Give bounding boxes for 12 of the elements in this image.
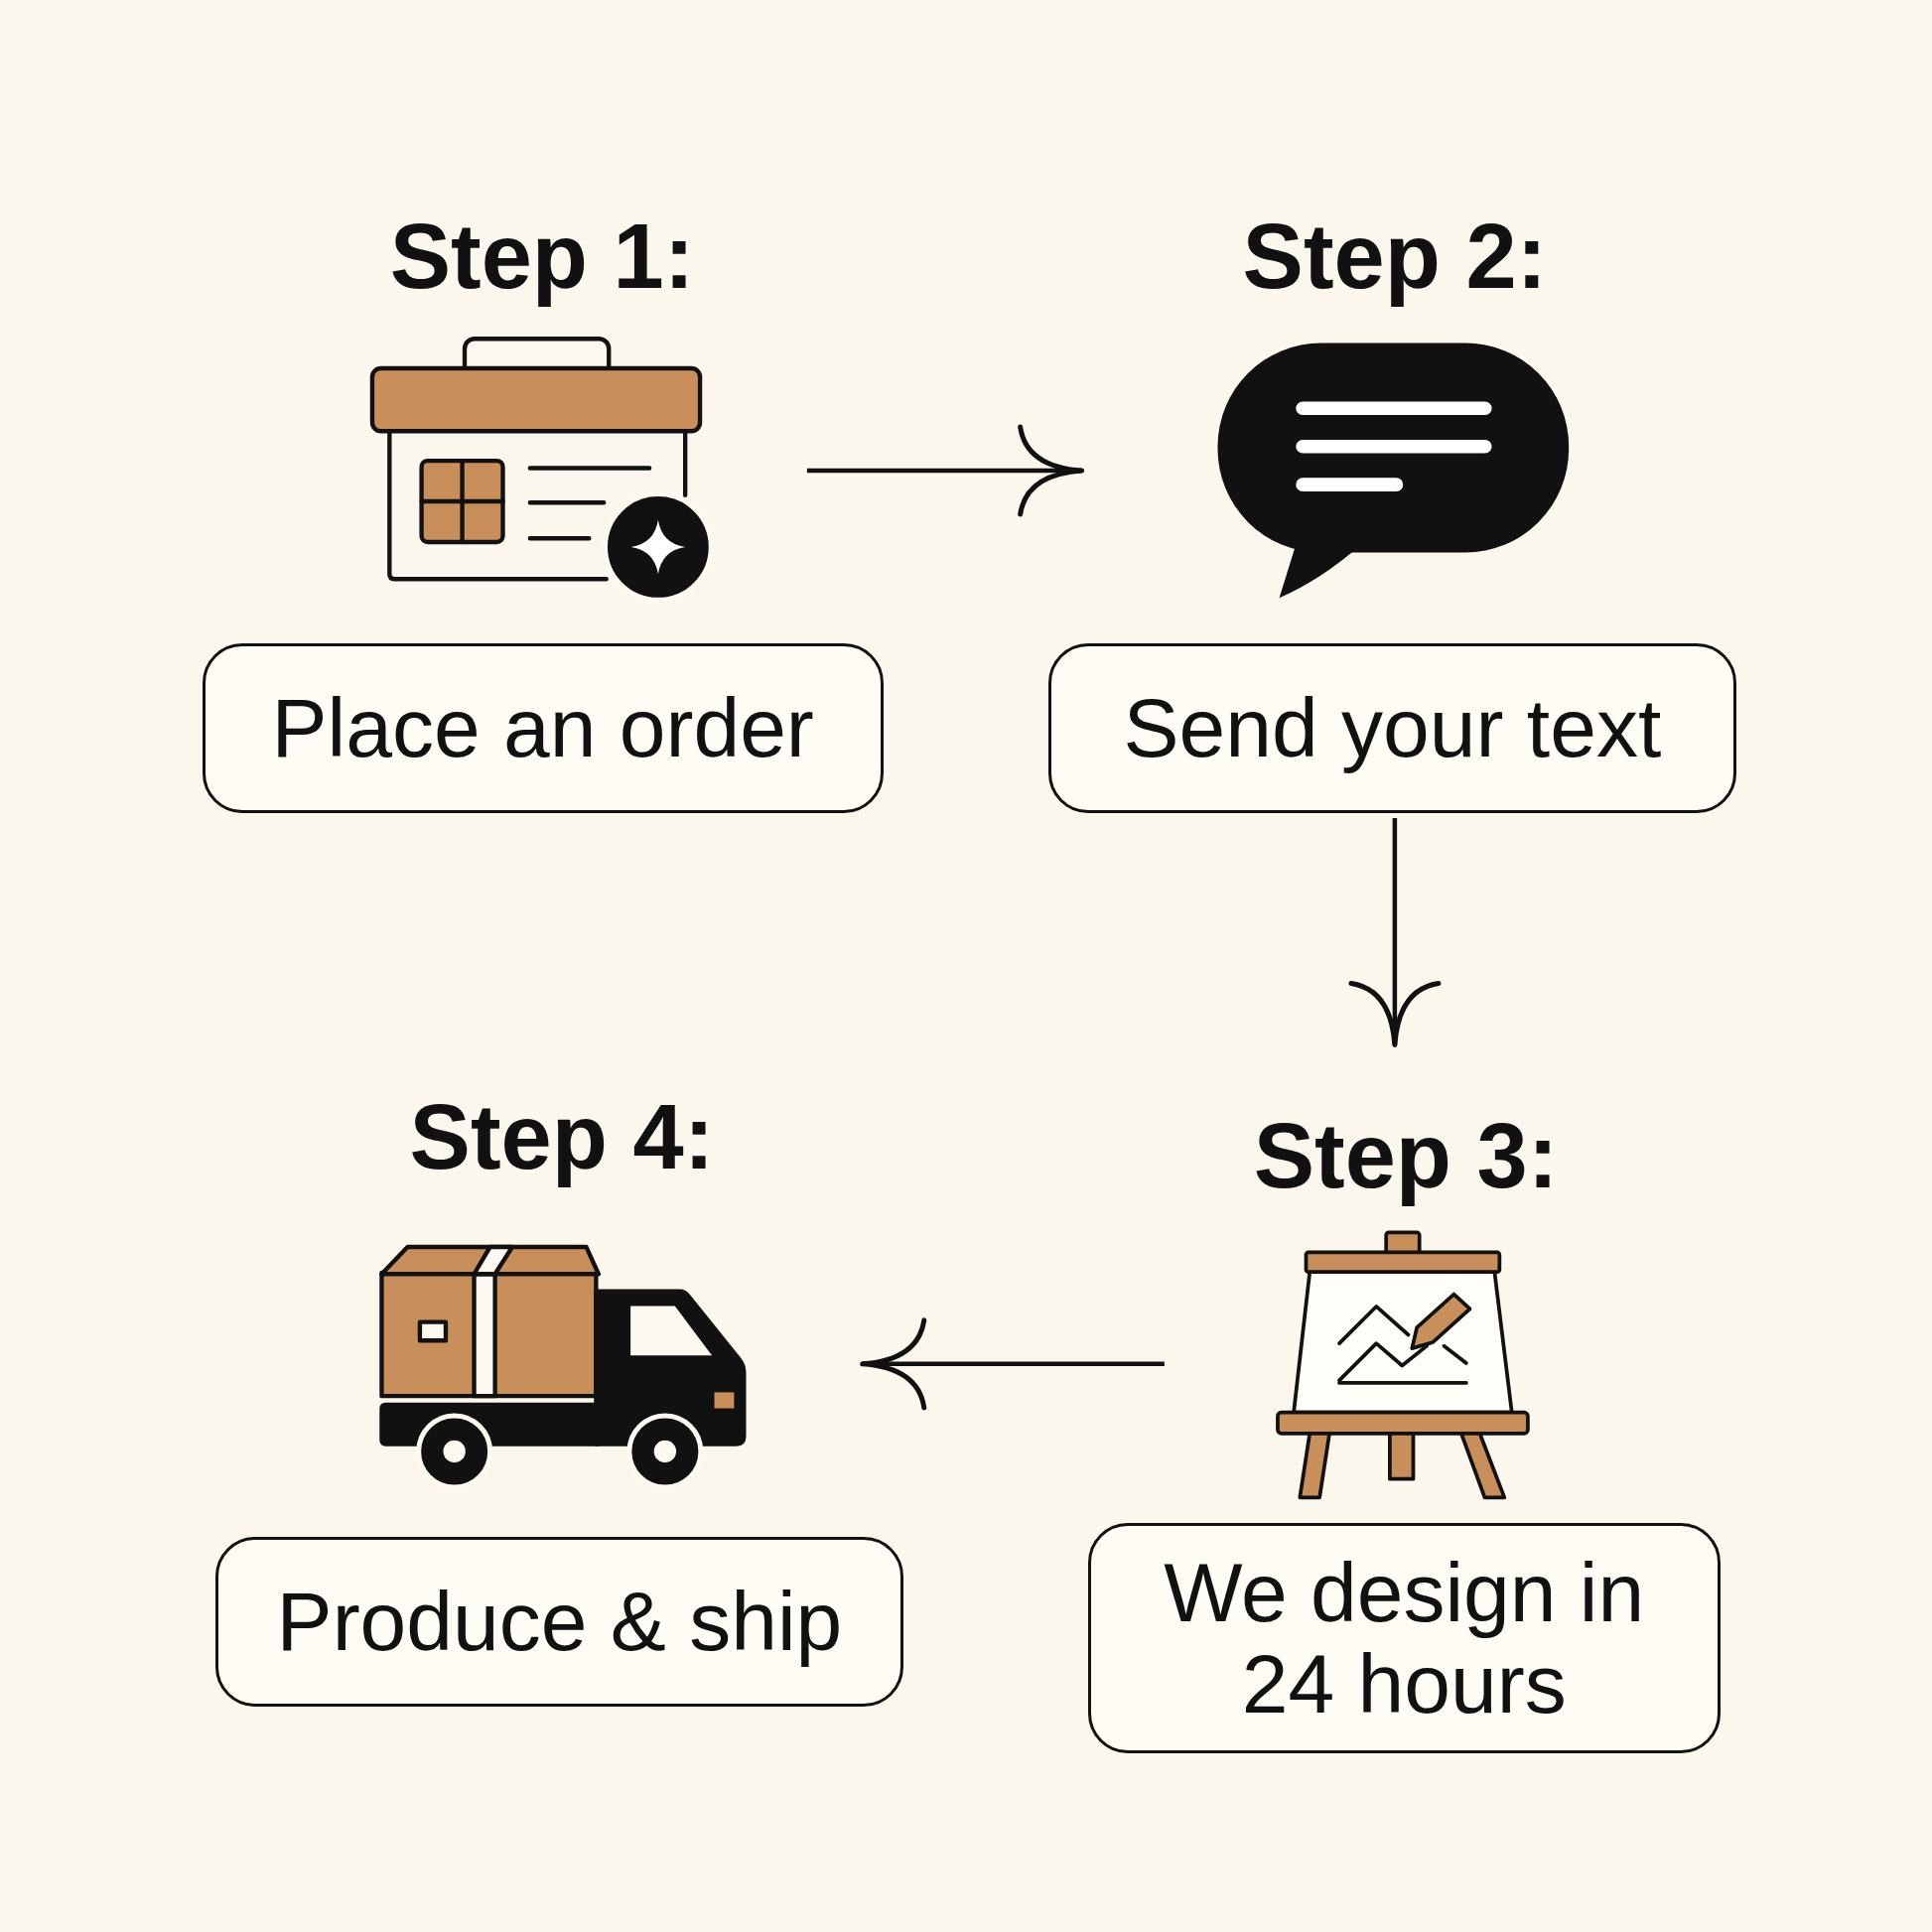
step-heading: Step 2:: [1242, 207, 1548, 308]
process-box: [202, 642, 884, 814]
step-text: We design in 24 hours: [1163, 1546, 1646, 1730]
step-heading: Step 3:: [1253, 1106, 1559, 1207]
step-text: Send your text: [1123, 682, 1662, 774]
process-box: [215, 1536, 903, 1707]
step-heading: Step 1:: [389, 207, 695, 308]
step-heading: Step 4:: [409, 1086, 715, 1187]
step-text: Produce & ship: [276, 1576, 843, 1668]
step-text: Place an order: [271, 682, 814, 774]
process-box: [1087, 1522, 1721, 1754]
process-box: [1048, 642, 1736, 814]
